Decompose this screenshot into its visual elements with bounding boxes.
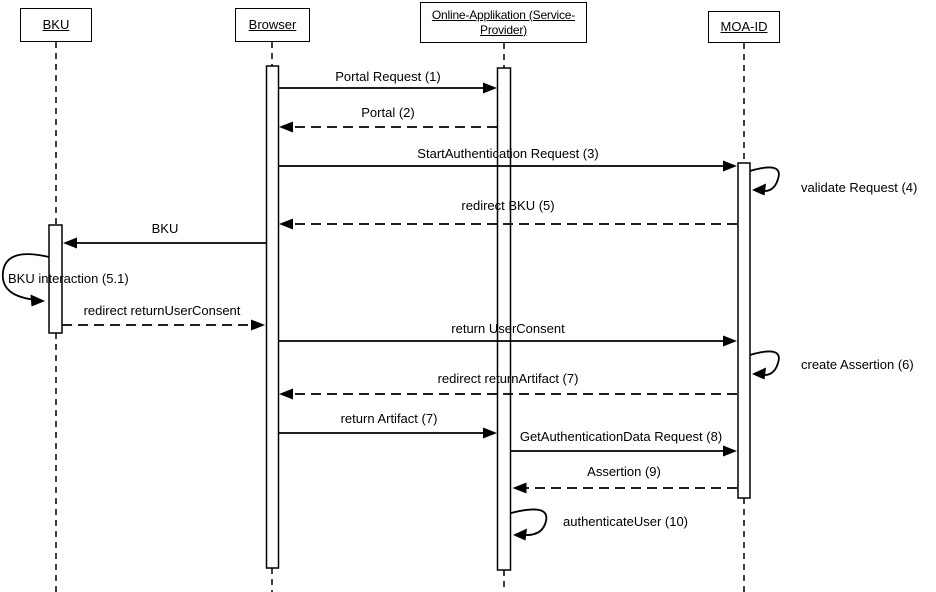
- participant-box-moa-id: MOA-ID: [708, 11, 780, 43]
- arrowhead-validate-request: [752, 183, 766, 196]
- arrowhead-getauthenticationdata-request: [723, 445, 737, 457]
- message-label-redirect-returnuserconsent: redirect returnUserConsent: [83, 303, 241, 318]
- participant-label-moa-id: MOA-ID: [720, 18, 768, 34]
- arrowhead-start-authentication-request: [723, 160, 737, 172]
- activation-bar-moa-id: [737, 162, 751, 499]
- arrowhead-portal-return: [279, 121, 293, 133]
- arrowhead-return-artifact: [483, 427, 497, 439]
- activation-bar-online-app: [496, 67, 512, 571]
- arrowhead-redirect-bku: [279, 218, 293, 230]
- participant-label-online-app-line1: Online-Applikation (Service-: [431, 7, 576, 22]
- arrowhead-bku: [63, 237, 77, 249]
- message-label-portal-return: Portal (2): [361, 105, 415, 120]
- message-label-redirect-bku: redirect BKU (5): [461, 198, 555, 213]
- message-label-portal-request: Portal Request (1): [335, 69, 441, 84]
- activation-bar-browser: [265, 65, 280, 569]
- selfloop-authenticate-user: [510, 508, 548, 536]
- message-label-bku: BKU: [151, 221, 179, 236]
- message-label-start-authentication-request: StartAuthentication Request (3): [417, 146, 599, 161]
- message-label-redirect-returnartifact: redirect returnArtifact (7): [437, 371, 579, 386]
- message-label-bku-interaction: BKU interaction (5.1): [8, 271, 129, 286]
- message-label-assertion: Assertion (9): [587, 464, 661, 479]
- message-label-return-userconsent: return UserConsent: [451, 321, 565, 336]
- message-label-return-artifact: return Artifact (7): [340, 411, 438, 426]
- participant-label-online-app-line2: Provider): [480, 22, 527, 37]
- selfloop-bku-interaction: [1, 253, 50, 301]
- participant-box-browser: Browser: [235, 8, 310, 42]
- participant-box-online-app: Online-Applikation (Service- Provider): [420, 2, 587, 43]
- arrowhead-create-assertion: [752, 367, 766, 380]
- activation-bar-bku: [48, 224, 63, 334]
- arrowhead-return-userconsent: [723, 335, 737, 347]
- message-label-validate-request: validate Request (4): [801, 180, 918, 195]
- arrowhead-authenticate-user: [513, 528, 527, 541]
- participant-box-bku: BKU: [20, 8, 92, 42]
- arrowhead-portal-request: [483, 82, 497, 94]
- participant-label-bku: BKU: [42, 16, 70, 32]
- message-label-getauthenticationdata-request: GetAuthenticationData Request (8): [519, 429, 723, 444]
- arrowhead-redirect-returnuserconsent: [251, 319, 265, 331]
- arrowhead-bku-interaction: [30, 294, 45, 307]
- arrowhead-assertion: [512, 482, 527, 494]
- message-label-create-assertion: create Assertion (6): [801, 357, 914, 372]
- arrowhead-redirect-returnartifact: [279, 388, 293, 400]
- message-label-authenticate-user: authenticateUser (10): [563, 514, 689, 529]
- participant-label-browser: Browser: [248, 16, 297, 32]
